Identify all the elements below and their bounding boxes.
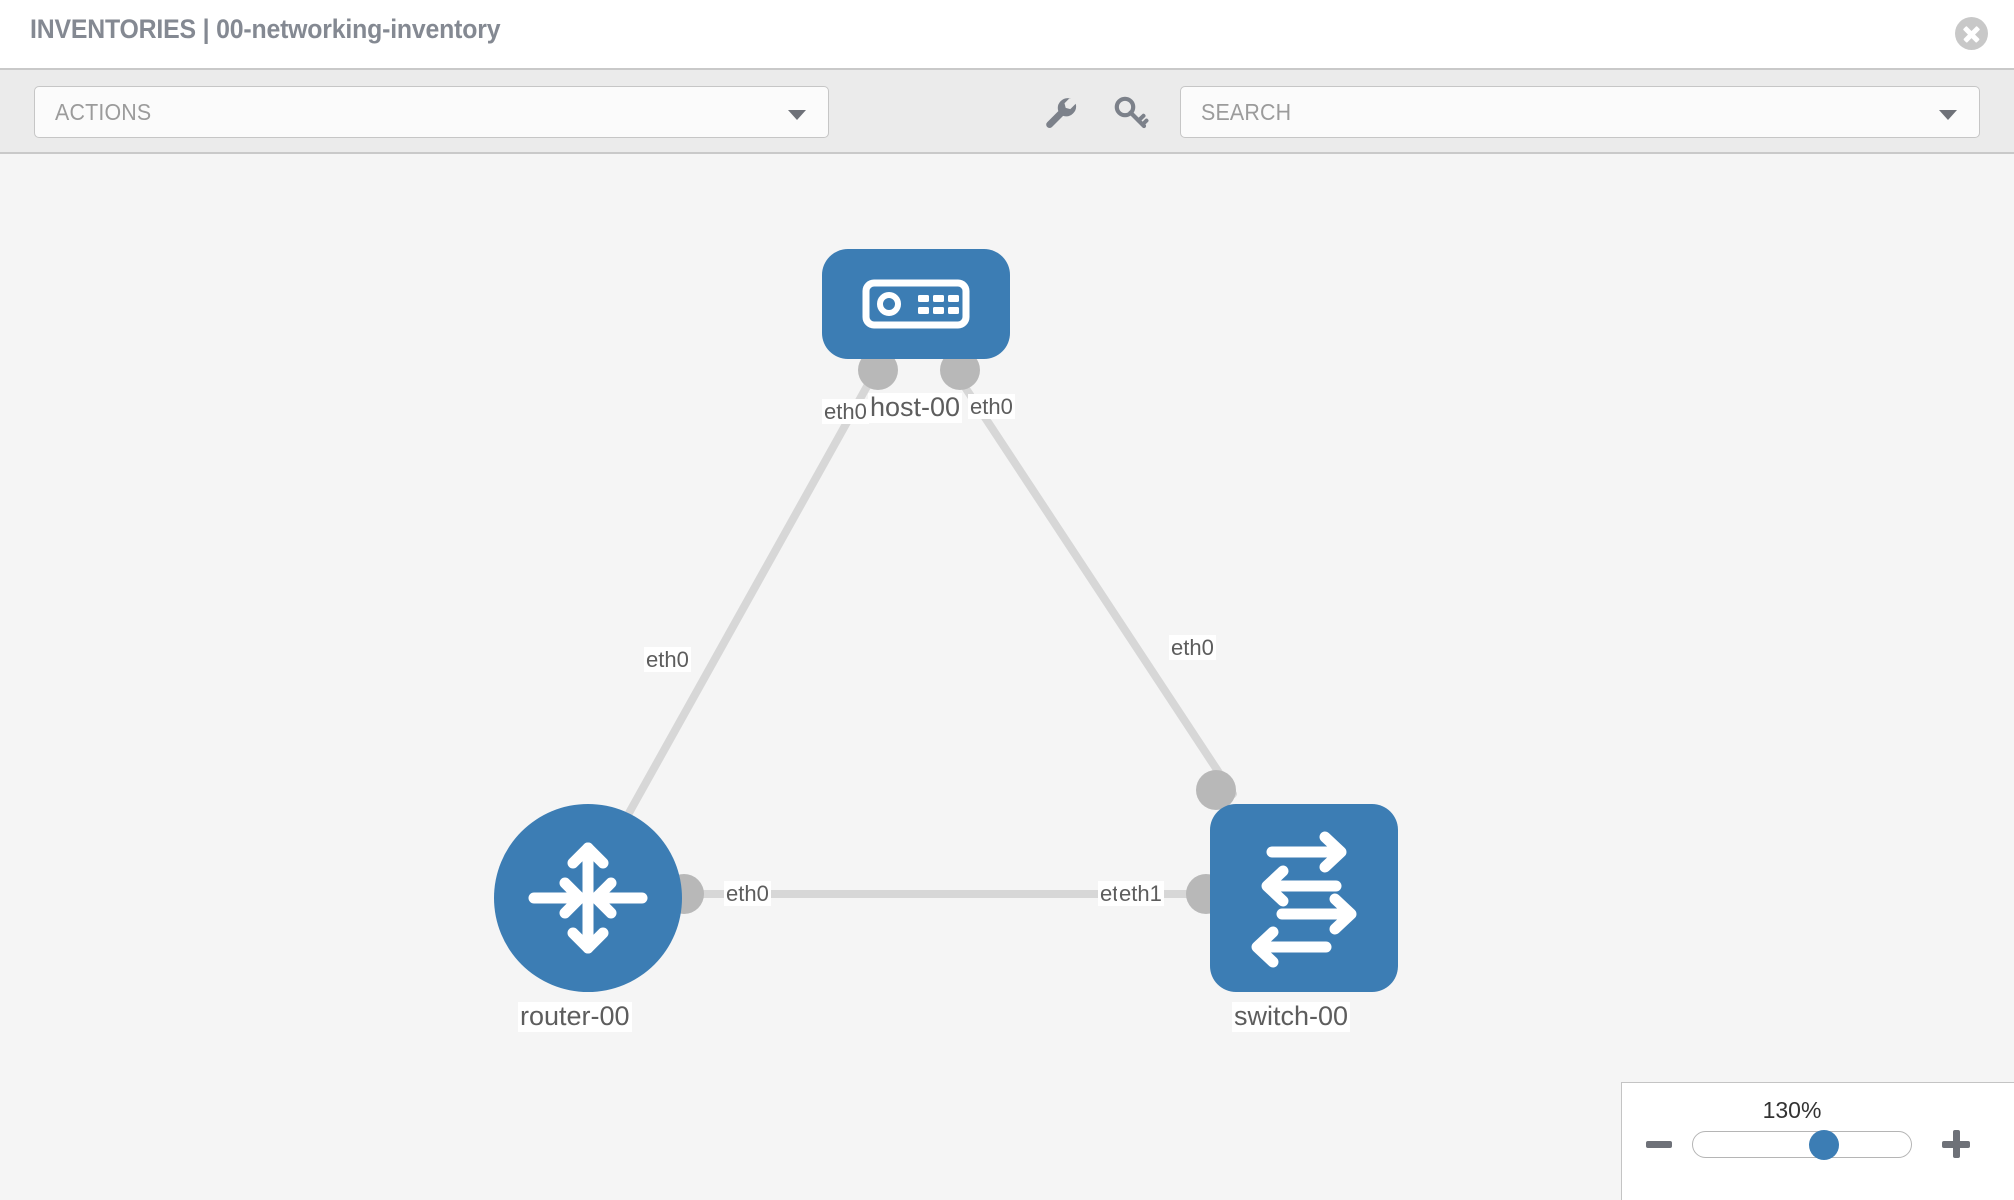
link-host-router [601, 368, 879, 860]
port-switch-top[interactable] [1196, 770, 1236, 810]
node-switch-00[interactable]: switch-00 [1210, 804, 1398, 1032]
node-switch-00-shape[interactable] [1210, 804, 1398, 992]
router-icon [528, 842, 648, 954]
topology-canvas[interactable]: host-00 [0, 154, 2014, 1200]
edge-label-host-right: eth0 [968, 394, 1015, 420]
node-host-00[interactable]: host-00 [822, 249, 1010, 423]
node-switch-00-label: switch-00 [1232, 1001, 1351, 1032]
link-host-switch [951, 368, 1237, 798]
page-header: INVENTORIES | 00-networking-inventory [0, 0, 2014, 68]
search-input[interactable]: SEARCH [1180, 86, 1980, 138]
close-icon[interactable] [1955, 17, 1988, 50]
node-router-00[interactable]: router-00 [494, 804, 682, 1032]
node-router-00-label: router-00 [518, 1001, 632, 1032]
zoom-level-label: 130% [1762, 1097, 1822, 1123]
search-input-placeholder: SEARCH [1201, 99, 1292, 125]
zoom-control-panel: 130% [1621, 1082, 2014, 1200]
switch-icon [1251, 831, 1357, 968]
wrench-icon[interactable] [1040, 92, 1082, 134]
zoom-out-button[interactable] [1646, 1141, 1672, 1148]
zoom-in-button[interactable] [1942, 1130, 1970, 1158]
zoom-slider-thumb[interactable] [1808, 1129, 1839, 1160]
server-icon [862, 279, 970, 329]
node-router-00-shape[interactable] [494, 804, 682, 992]
edge-label-switch-up: eth0 [1169, 635, 1216, 661]
edge-label-host-left: eth0 [822, 399, 869, 425]
page-title: INVENTORIES | 00-networking-inventory [30, 14, 501, 44]
node-host-00-label: host-00 [868, 392, 963, 423]
toolbar: ACTIONS SEARCH [0, 68, 2014, 154]
edge-label-router-right: eth0 [724, 881, 771, 907]
edge-label-switch-left-eth1: eth1 [1117, 881, 1164, 907]
actions-dropdown[interactable]: ACTIONS [34, 86, 829, 138]
chevron-down-icon[interactable] [1939, 110, 1957, 120]
actions-dropdown-label: ACTIONS [55, 99, 152, 125]
key-icon[interactable] [1110, 92, 1152, 134]
chevron-down-icon [788, 110, 806, 120]
edge-label-router-up: eth0 [644, 647, 691, 673]
zoom-slider[interactable] [1692, 1129, 1912, 1160]
plus-icon-vertical [1952, 1130, 1960, 1158]
node-host-00-shape[interactable] [822, 249, 1010, 359]
